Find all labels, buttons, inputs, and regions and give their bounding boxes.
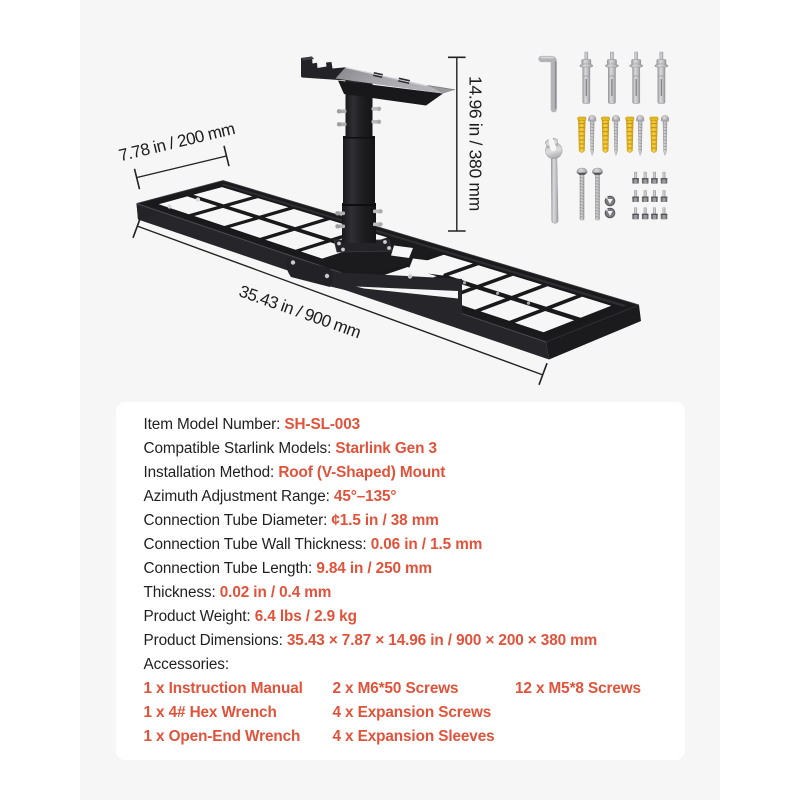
svg-text:14.96 in / 380 mm: 14.96 in / 380 mm — [466, 76, 486, 211]
svg-text:35.43 in / 900 mm: 35.43 in / 900 mm — [237, 282, 364, 343]
